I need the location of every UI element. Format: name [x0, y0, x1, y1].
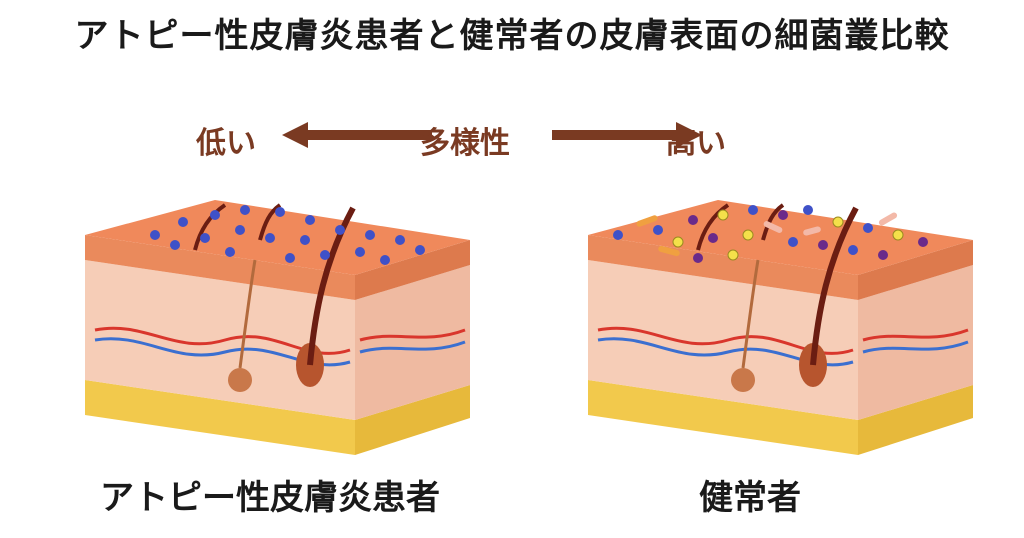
bacterium — [653, 225, 663, 235]
atopic-caption: アトピー性皮膚炎患者 — [100, 478, 440, 518]
bacterium — [265, 233, 275, 243]
bacterium — [415, 245, 425, 255]
bacterium-rod — [636, 215, 658, 227]
bacterium — [235, 225, 245, 235]
bacterium — [355, 247, 365, 257]
bacterium — [848, 245, 858, 255]
bacterium — [742, 229, 754, 241]
arrow-right-icon — [552, 122, 702, 148]
page-title: アトピー性皮膚炎患者と健常者の皮膚表面の細菌叢比較 — [74, 16, 950, 56]
bacterium — [708, 233, 718, 243]
bacterium — [150, 230, 160, 240]
bacterium-rod — [658, 245, 680, 257]
atopic-skin-diagram — [85, 200, 470, 455]
bacterium — [672, 236, 684, 248]
bacterium — [365, 230, 375, 240]
bacterium — [613, 230, 623, 240]
bacterium — [832, 216, 844, 228]
bacterium — [240, 205, 250, 215]
bacterium — [285, 253, 295, 263]
bacterium — [693, 253, 703, 263]
bacterium — [818, 240, 828, 250]
bacterium-rod — [878, 212, 898, 226]
bacterium — [788, 237, 798, 247]
healthy-caption: 健常者 — [699, 478, 801, 518]
bacterium — [878, 250, 888, 260]
high-diversity-label: 高い — [666, 126, 726, 161]
bacterium — [275, 207, 285, 217]
bacterium — [778, 210, 788, 220]
bacterium — [918, 237, 928, 247]
bacterium-rod — [763, 221, 783, 233]
bacterium — [320, 250, 330, 260]
bacterium — [305, 215, 315, 225]
bacterium — [200, 233, 210, 243]
bacterium — [225, 247, 235, 257]
bacterium — [395, 235, 405, 245]
bacterium — [178, 217, 188, 227]
diversity-label: 多様性 — [420, 126, 510, 161]
healthy-skin-diagram — [588, 200, 973, 455]
bacterium — [892, 229, 904, 241]
bacterium — [863, 223, 873, 233]
low-diversity-label: 低い — [196, 126, 256, 161]
bacterium — [335, 225, 345, 235]
arrow-left-icon — [282, 122, 432, 148]
bacterium — [803, 205, 813, 215]
bacterium — [748, 205, 758, 215]
bacterium — [170, 240, 180, 250]
bacterium — [727, 249, 739, 261]
bacterium — [300, 235, 310, 245]
bacterium-rod — [803, 226, 821, 236]
bacterium — [717, 209, 729, 221]
bacterium — [210, 210, 220, 220]
bacterium — [688, 215, 698, 225]
bacterium — [380, 255, 390, 265]
